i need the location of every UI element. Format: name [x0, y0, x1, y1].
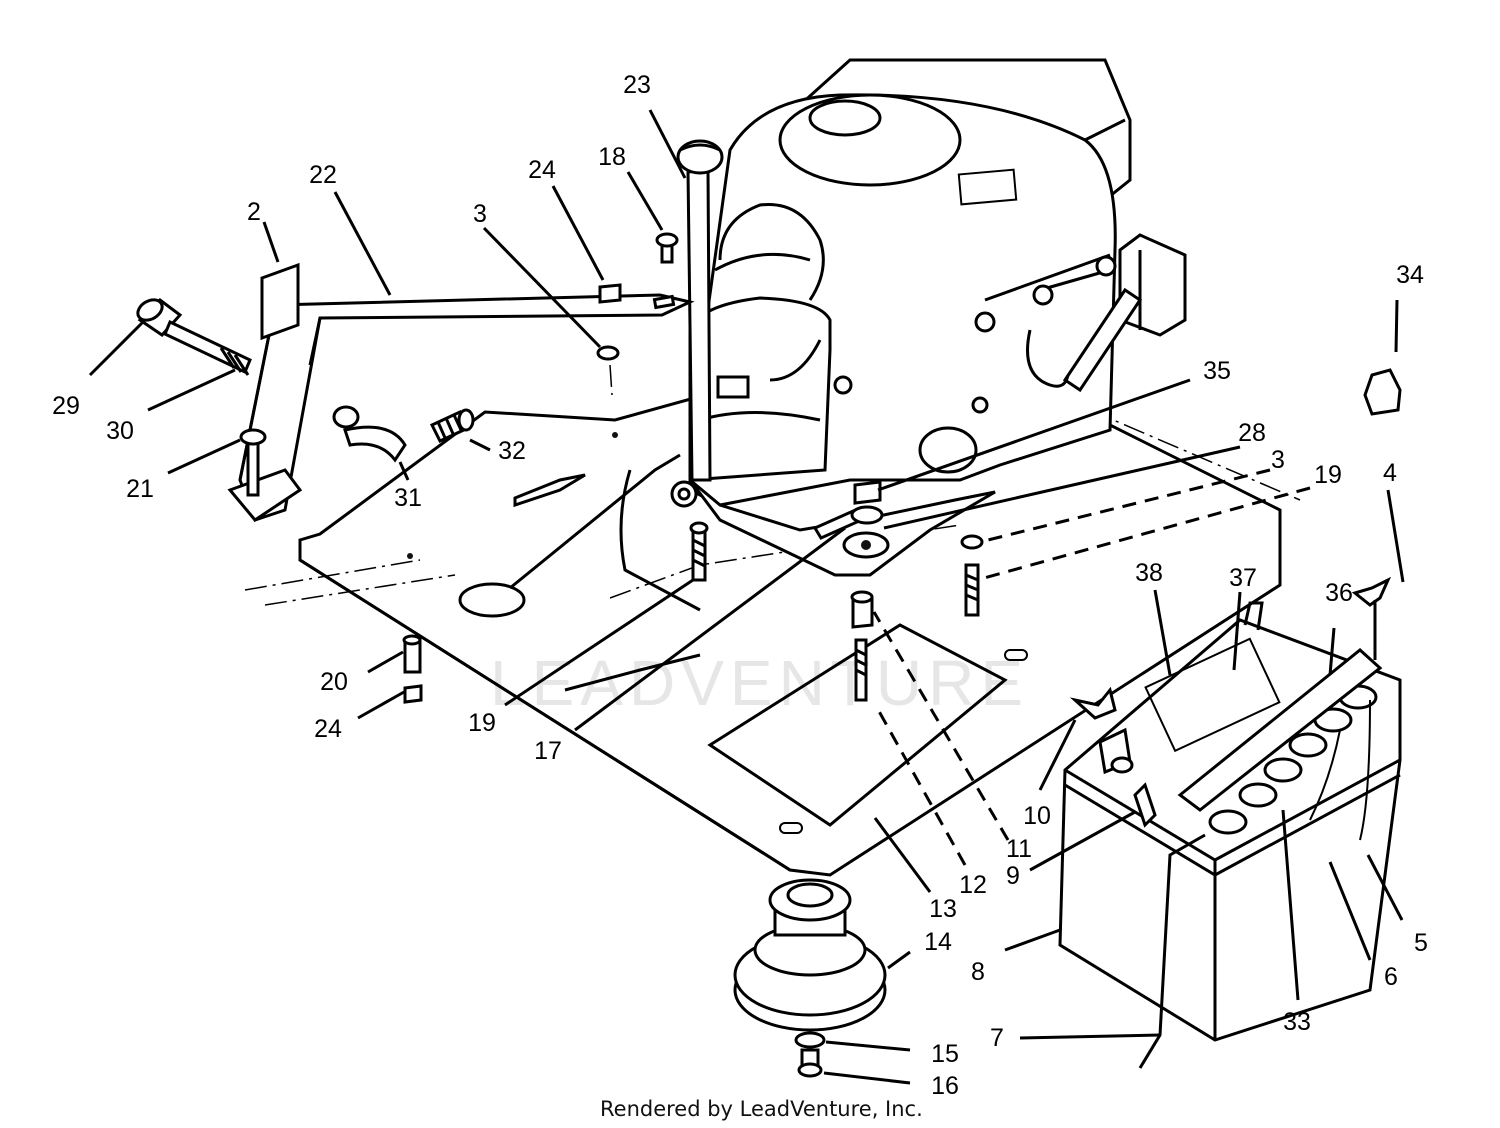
- control-bracket: [227, 262, 695, 522]
- callout-36: 36: [1325, 579, 1353, 607]
- callout-19: 19: [1314, 461, 1342, 489]
- callout-3: 3: [1271, 446, 1285, 474]
- callout-33: 33: [1283, 1008, 1311, 1036]
- callout-6: 6: [1384, 963, 1398, 991]
- callout-12: 12: [959, 871, 987, 899]
- callout-29: 29: [52, 392, 80, 420]
- callout-24: 24: [314, 715, 342, 743]
- callout-3: 3: [473, 200, 487, 228]
- callout-24: 24: [528, 156, 556, 184]
- callout-38: 38: [1135, 559, 1163, 587]
- callout-13: 13: [929, 895, 957, 923]
- callout-34: 34: [1396, 261, 1424, 289]
- callout-16: 16: [931, 1072, 959, 1100]
- callout-8: 8: [971, 958, 985, 986]
- hardware: [136, 232, 1402, 704]
- callout-14: 14: [924, 928, 952, 956]
- callout-28: 28: [1238, 419, 1266, 447]
- callout-19: 19: [468, 709, 496, 737]
- callout-31: 31: [394, 484, 422, 512]
- callout-37: 37: [1229, 564, 1257, 592]
- callout-20: 20: [320, 668, 348, 696]
- watermark: LEADVENTURE: [490, 647, 1029, 719]
- callout-22: 22: [309, 161, 337, 189]
- callout-10: 10: [1023, 802, 1051, 830]
- vent-caps: [1208, 684, 1378, 835]
- callout-7: 7: [990, 1024, 1004, 1052]
- callout-32: 32: [498, 437, 526, 465]
- engine: [670, 58, 1187, 577]
- credit-text: Rendered by LeadVenture, Inc.: [600, 1097, 923, 1121]
- battery: [1058, 576, 1402, 1069]
- callout-17: 17: [534, 737, 562, 765]
- callout-9: 9: [1006, 862, 1020, 890]
- callout-21: 21: [126, 475, 154, 503]
- leader-lines: [88, 109, 1405, 1085]
- callout-18: 18: [598, 143, 626, 171]
- callout-5: 5: [1414, 929, 1428, 957]
- callout-30: 30: [106, 417, 134, 445]
- callout-23: 23: [623, 71, 651, 99]
- callout-15: 15: [931, 1040, 959, 1068]
- callout-4: 4: [1383, 459, 1397, 487]
- pulley: [733, 878, 887, 1078]
- callout-35: 35: [1203, 357, 1231, 385]
- callout-2: 2: [247, 198, 261, 226]
- callout-11: 11: [1006, 835, 1032, 863]
